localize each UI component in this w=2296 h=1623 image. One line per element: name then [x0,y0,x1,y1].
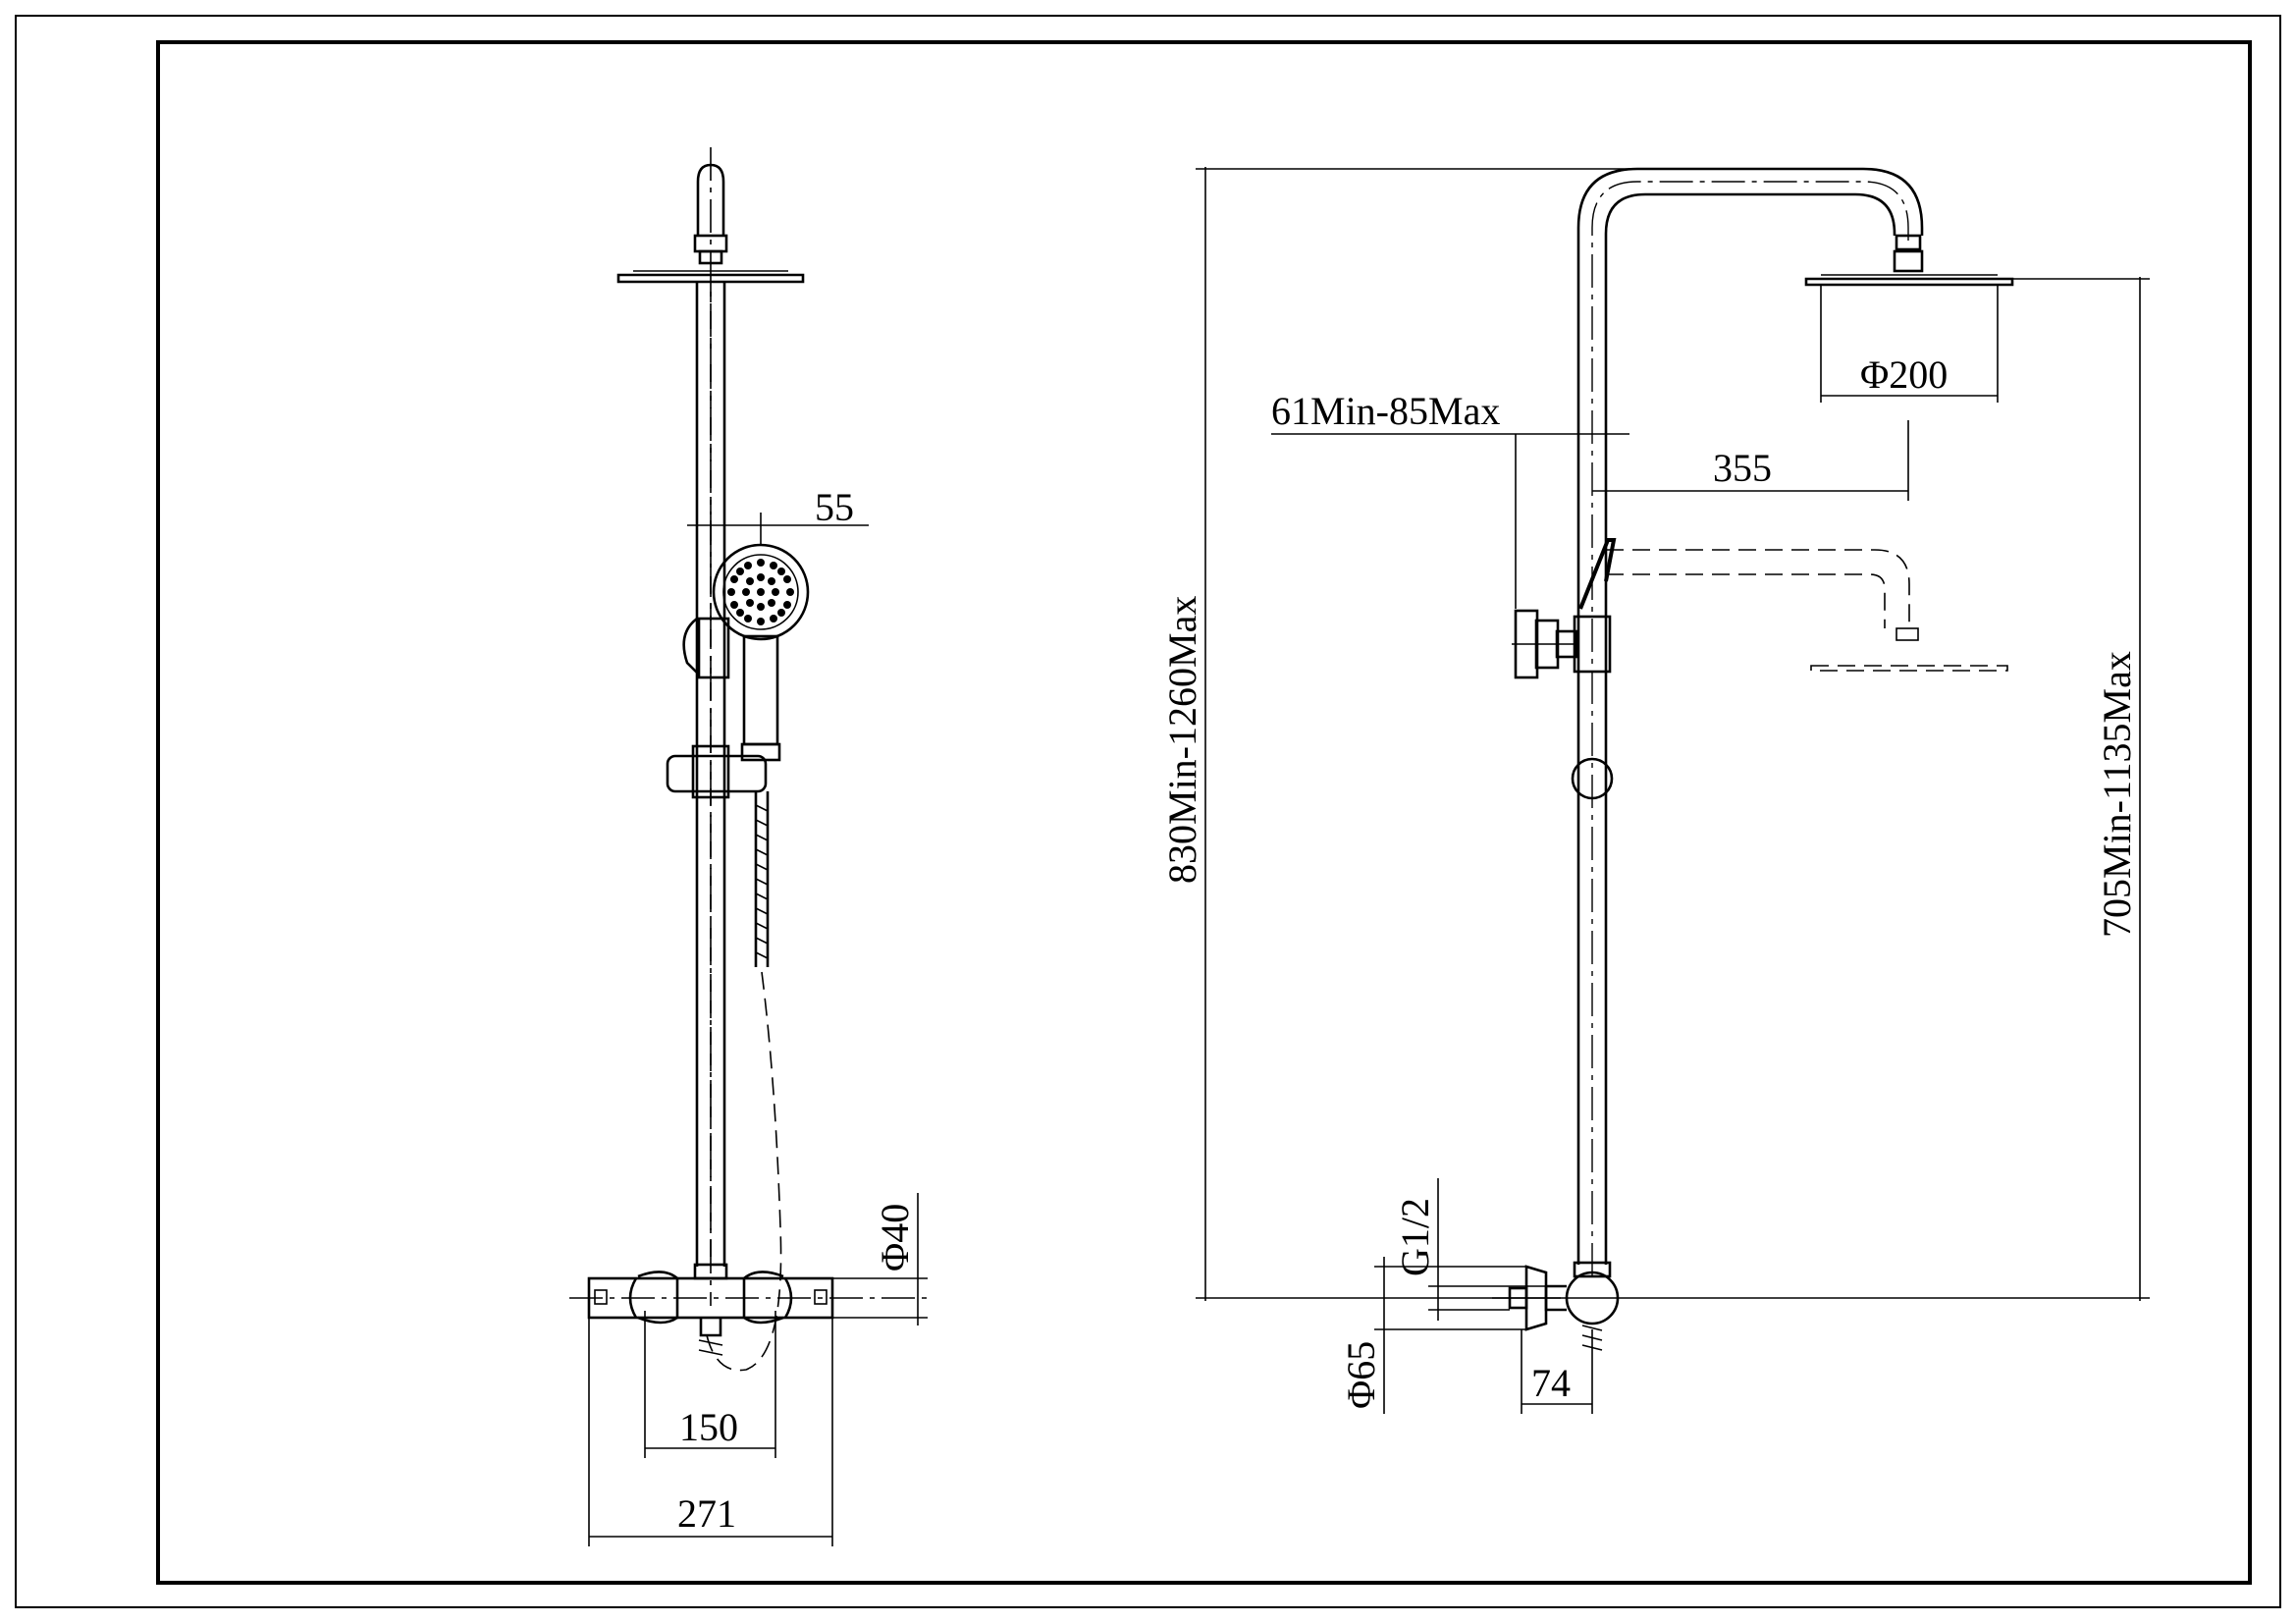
dim-271-label: 271 [677,1491,736,1536]
dim-total-height-label: 830Min-1260Max [1160,596,1204,884]
outer-frame [15,15,2281,1608]
dim-escutcheon-label: Φ65 [1339,1341,1383,1409]
dim-phi40-label: Φ40 [873,1204,917,1271]
dim-wall-offset-label: 61Min-85Max [1271,389,1500,433]
dim-55-label: 55 [815,485,854,529]
dim-head-height-label: 705Min-1135Max [2095,651,2139,938]
dim-150-label: 150 [679,1405,738,1449]
dim-thread-label: G1/2 [1393,1198,1437,1276]
front-view: 55 Φ40 150 271 [569,147,928,1546]
dim-eccentric-label: 74 [1531,1361,1571,1405]
dim-arm-reach-label: 355 [1713,446,1772,490]
inner-frame [156,40,2252,1585]
side-view: 830Min-1260Max 705Min-1135Max Φ200 61Min… [1160,167,2150,1414]
dim-head-diameter-label: Φ200 [1860,352,1948,397]
